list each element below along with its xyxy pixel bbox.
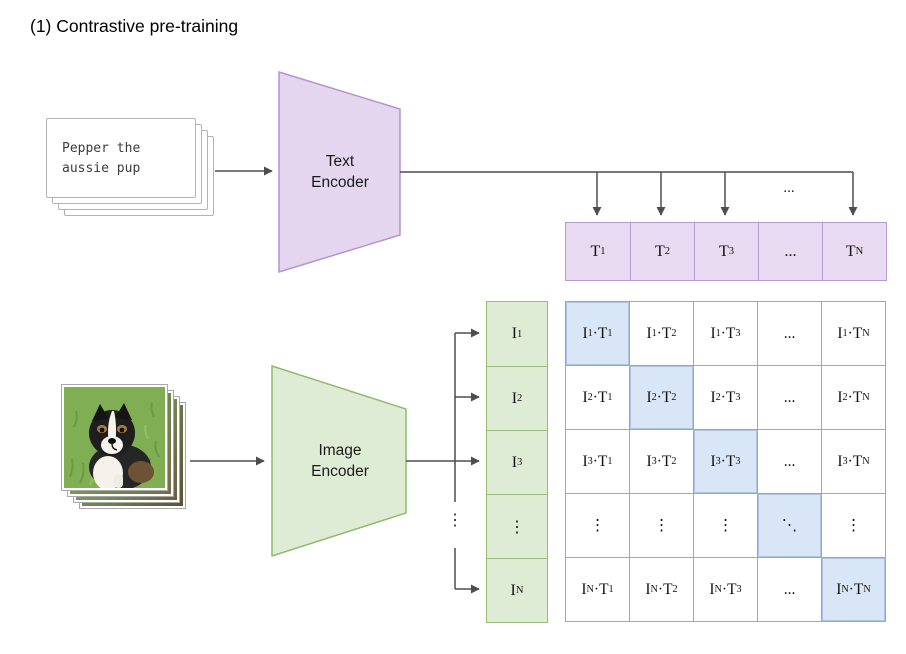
trunk-ellipsis: ... bbox=[783, 180, 795, 196]
matrix-cell: ⋮ bbox=[694, 494, 758, 558]
matrix-cell: ⋮ bbox=[566, 494, 630, 558]
image-input-stack bbox=[61, 384, 252, 515]
matrix-cell: ... bbox=[758, 430, 822, 494]
text-input-line-1: Pepper the bbox=[62, 140, 141, 156]
matrix-cell: ... bbox=[758, 366, 822, 430]
matrix-cell: ... bbox=[758, 302, 822, 366]
matrix-cell: ⋮ bbox=[630, 494, 694, 558]
image-encoder-shape bbox=[271, 364, 407, 558]
text-embedding-cell: ... bbox=[758, 223, 822, 280]
branch-ellipsis: ⋮ bbox=[447, 512, 463, 529]
text-input-stack: Pepper the aussie pup bbox=[46, 118, 246, 230]
arrows bbox=[190, 166, 858, 594]
text-input-card: Pepper the aussie pup bbox=[46, 118, 196, 198]
puppy-photo bbox=[61, 384, 168, 491]
matrix-cell: ⋱ bbox=[758, 494, 822, 558]
image-encoder-label: Image Encoder bbox=[311, 442, 369, 480]
puppy-illustration bbox=[64, 387, 165, 488]
matrix-cell: ⋮ bbox=[822, 494, 886, 558]
diagram-title: (1) Contrastive pre-training bbox=[30, 16, 239, 36]
matrix-cell: ... bbox=[758, 558, 822, 622]
text-encoder-label: Text Encoder bbox=[311, 153, 369, 191]
image-embedding-cell: ⋮ bbox=[487, 494, 547, 558]
text-input-line-2: aussie pup bbox=[62, 160, 141, 176]
text-encoder-shape bbox=[278, 70, 401, 274]
